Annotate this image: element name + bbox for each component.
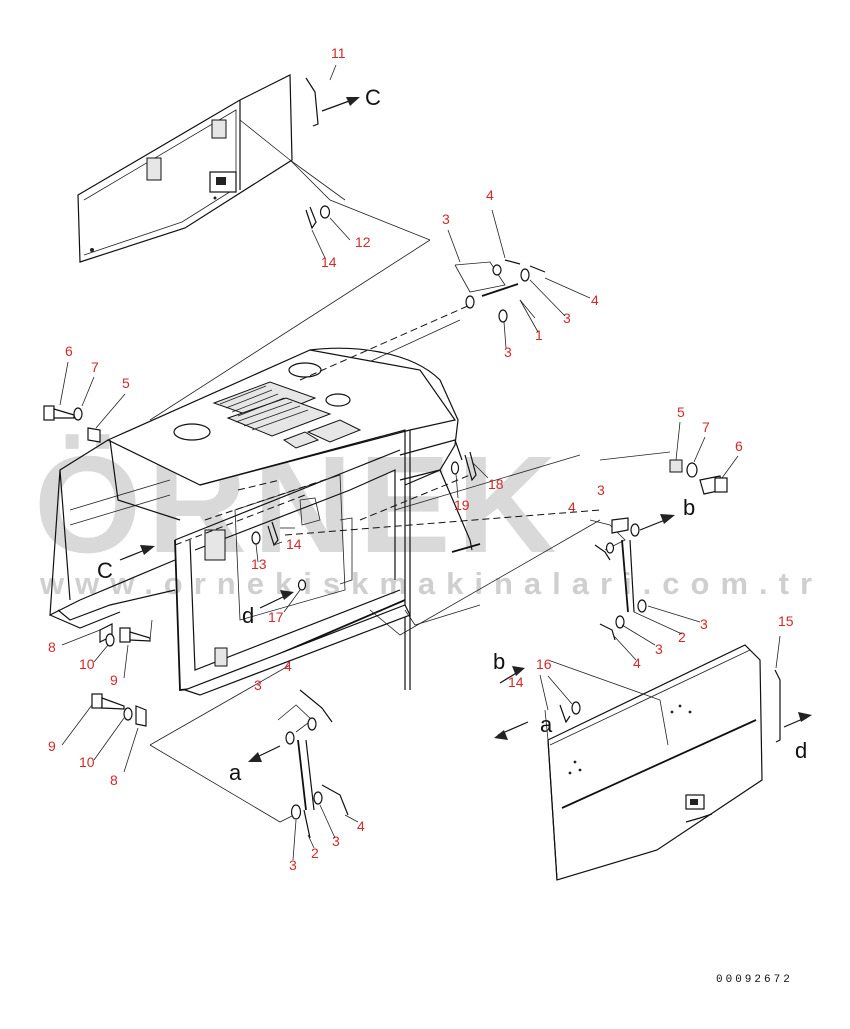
callout-4-mid: 4 xyxy=(568,499,576,515)
callout-14-mid: 14 xyxy=(286,536,302,552)
callout-4-bottom: 4 xyxy=(357,818,365,834)
callout-7-left: 7 xyxy=(91,359,99,375)
callout-3-mid: 3 xyxy=(597,482,605,498)
callout-3-low: 3 xyxy=(254,677,262,693)
view-arrow-C-mid xyxy=(119,545,155,561)
callout-4-right2: 4 xyxy=(633,655,641,671)
bracket-8-bottom xyxy=(135,705,147,727)
callout-3-bottom1: 3 xyxy=(332,833,340,849)
view-label-b-lower: b xyxy=(493,649,505,674)
plate-5-right xyxy=(669,459,683,473)
washer-7-left xyxy=(73,407,83,421)
washer-16 xyxy=(571,701,581,715)
callout-2-right: 2 xyxy=(678,629,686,645)
plate-5-left xyxy=(87,427,101,443)
callout-10-left: 10 xyxy=(79,656,95,672)
callout-18: 18 xyxy=(488,476,504,492)
callout-leaders xyxy=(59,64,781,861)
washer-7-right xyxy=(686,462,698,478)
callout-3-right4: 3 xyxy=(655,641,663,657)
callout-3-right2: 3 xyxy=(504,344,512,360)
hinge-parts-bottom-left xyxy=(277,689,349,839)
right-side-door-panel xyxy=(547,644,763,881)
rod-15 xyxy=(774,669,781,743)
pin-14-bottom xyxy=(559,704,571,724)
view-arrow-C-top xyxy=(321,97,360,112)
callout-19: 19 xyxy=(454,497,470,513)
callout-4-right: 4 xyxy=(591,292,599,308)
callout-6-left: 6 xyxy=(65,343,73,359)
washer-10-left xyxy=(105,633,115,647)
view-label-a-right: a xyxy=(540,712,553,737)
callout-12: 12 xyxy=(355,234,371,250)
callout-3-bottom2: 3 xyxy=(289,857,297,873)
left-side-door-panel xyxy=(77,74,293,263)
bolt-6-left xyxy=(43,405,75,421)
view-label-C-top: C xyxy=(365,85,381,110)
hinge-parts-top-right xyxy=(454,259,546,323)
pin-14-mid xyxy=(267,521,279,547)
callout-13: 13 xyxy=(251,556,267,572)
washer-17 xyxy=(297,579,307,591)
callout-11: 11 xyxy=(331,45,346,61)
callout-7-right: 7 xyxy=(702,419,710,435)
callout-3-right1: 3 xyxy=(563,310,571,326)
washer-19 xyxy=(450,461,460,475)
callout-labels: 11 12 14 4 3 4 3 1 3 6 7 5 5 7 6 18 19 3… xyxy=(48,45,794,873)
callout-17: 17 xyxy=(268,609,284,625)
view-label-b-right: b xyxy=(683,495,695,520)
callout-6-right: 6 xyxy=(735,438,743,454)
washer-13 xyxy=(251,531,261,545)
bolt-9-left xyxy=(119,627,151,643)
view-arrow-a-left xyxy=(248,745,281,762)
callout-9-bottom: 9 xyxy=(48,738,56,754)
callout-4-low: 4 xyxy=(284,658,292,674)
callout-5-right: 5 xyxy=(677,404,685,420)
view-arrow-a-right xyxy=(494,721,529,740)
washer-10-bottom xyxy=(123,707,133,721)
view-arrow-d-right xyxy=(783,712,812,728)
callout-2-bottom: 2 xyxy=(311,845,319,861)
callout-8-left: 8 xyxy=(48,639,56,655)
callout-1: 1 xyxy=(535,327,543,343)
watermark-url: www.ornekiskmakinalari.com.tr xyxy=(39,566,823,601)
callout-14-top: 14 xyxy=(321,254,337,270)
callout-3-right3: 3 xyxy=(700,616,708,632)
callout-16: 16 xyxy=(536,656,552,672)
callout-3-top: 3 xyxy=(442,211,450,227)
view-arrow-b-right xyxy=(639,514,675,531)
view-labels: C C b b d d a a xyxy=(97,85,807,785)
view-label-C-mid: C xyxy=(97,558,113,583)
rod-11 xyxy=(305,77,319,127)
view-label-d-mid: d xyxy=(242,603,254,628)
view-label-d-right: d xyxy=(795,738,807,763)
view-arrow-b-lower xyxy=(499,666,525,684)
drawing-number: 00092672 xyxy=(716,974,793,986)
callout-5-left: 5 xyxy=(122,375,130,391)
callout-14-bottom: 14 xyxy=(508,674,524,690)
callout-15: 15 xyxy=(778,613,794,629)
callout-8-bottom: 8 xyxy=(110,772,118,788)
pin-14-top xyxy=(305,206,317,230)
callout-9-left: 9 xyxy=(110,672,118,688)
canopy-frame xyxy=(49,347,481,696)
bolt-9-bottom xyxy=(91,693,125,710)
callout-4-top: 4 xyxy=(486,187,494,203)
view-arrow-d-mid xyxy=(259,590,294,609)
callout-10-bottom: 10 xyxy=(79,754,95,770)
bolt-6-right xyxy=(699,475,728,495)
washer-12 xyxy=(319,205,331,219)
view-label-a-left: a xyxy=(229,760,242,785)
